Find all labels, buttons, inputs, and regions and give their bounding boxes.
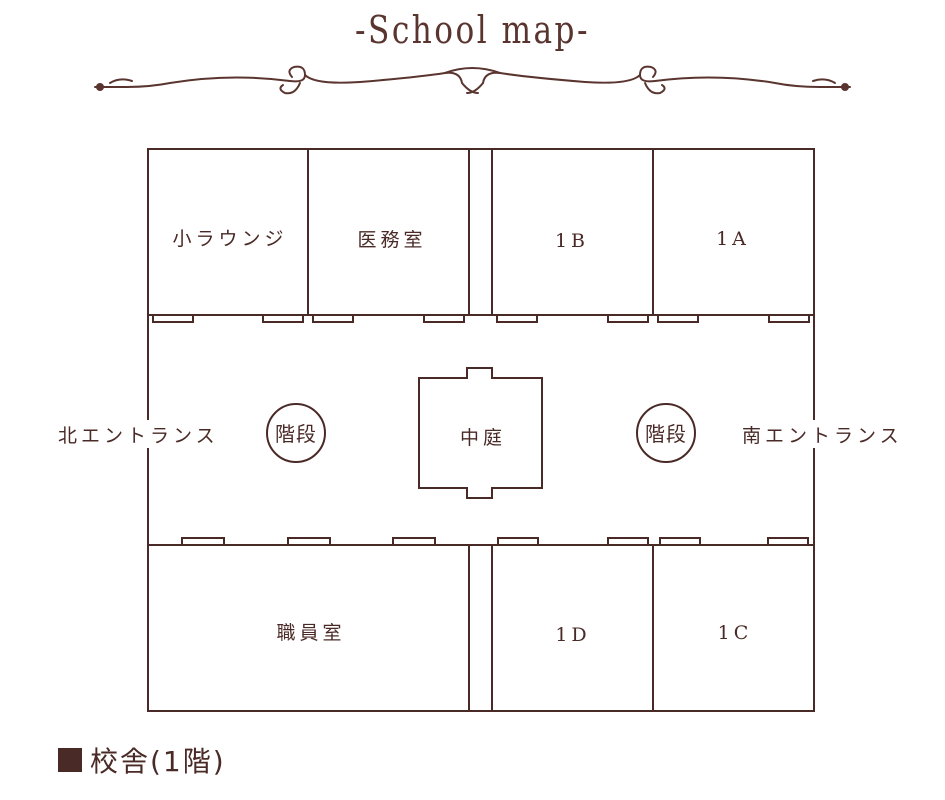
label-courtyard: 中庭: [460, 427, 506, 449]
label-1a: 1A: [716, 228, 750, 250]
label-staff-room: 職員室: [276, 622, 345, 644]
label-north-entrance: 北エントランス: [58, 425, 219, 447]
door[interactable]: [607, 537, 649, 546]
door[interactable]: [392, 537, 436, 546]
door[interactable]: [497, 537, 539, 546]
door[interactable]: [287, 537, 331, 546]
door[interactable]: [659, 537, 701, 546]
door[interactable]: [152, 314, 194, 323]
label-stairs-west: 階段: [275, 422, 317, 446]
floor-caption: 校舎(1階): [58, 740, 226, 780]
door[interactable]: [657, 314, 699, 323]
label-infirmary: 医務室: [357, 229, 426, 251]
caption-bullet: [58, 748, 82, 772]
stairs-east-circle[interactable]: [636, 403, 696, 463]
caption-label: 校舎(1階): [90, 745, 226, 778]
label-small-lounge: 小ラウンジ: [172, 228, 287, 250]
door[interactable]: [767, 537, 809, 546]
door[interactable]: [181, 537, 225, 546]
stairs-west-circle[interactable]: [266, 403, 326, 463]
courtyard-outline[interactable]: [418, 367, 543, 499]
label-stairs-east: 階段: [645, 422, 687, 446]
door[interactable]: [423, 314, 465, 323]
label-1c: 1C: [718, 622, 753, 644]
door[interactable]: [312, 314, 354, 323]
title-ornament: [94, 65, 851, 95]
label-south-entrance: 南エントランス: [742, 425, 903, 447]
map-title: -School map-: [355, 8, 590, 52]
door[interactable]: [262, 314, 304, 323]
label-1d: 1D: [555, 624, 590, 646]
door[interactable]: [496, 314, 538, 323]
label-1b: 1B: [555, 230, 589, 252]
door[interactable]: [768, 314, 810, 323]
passage-bottom[interactable]: [468, 544, 493, 712]
door[interactable]: [607, 314, 649, 323]
passage-top[interactable]: [468, 148, 493, 316]
